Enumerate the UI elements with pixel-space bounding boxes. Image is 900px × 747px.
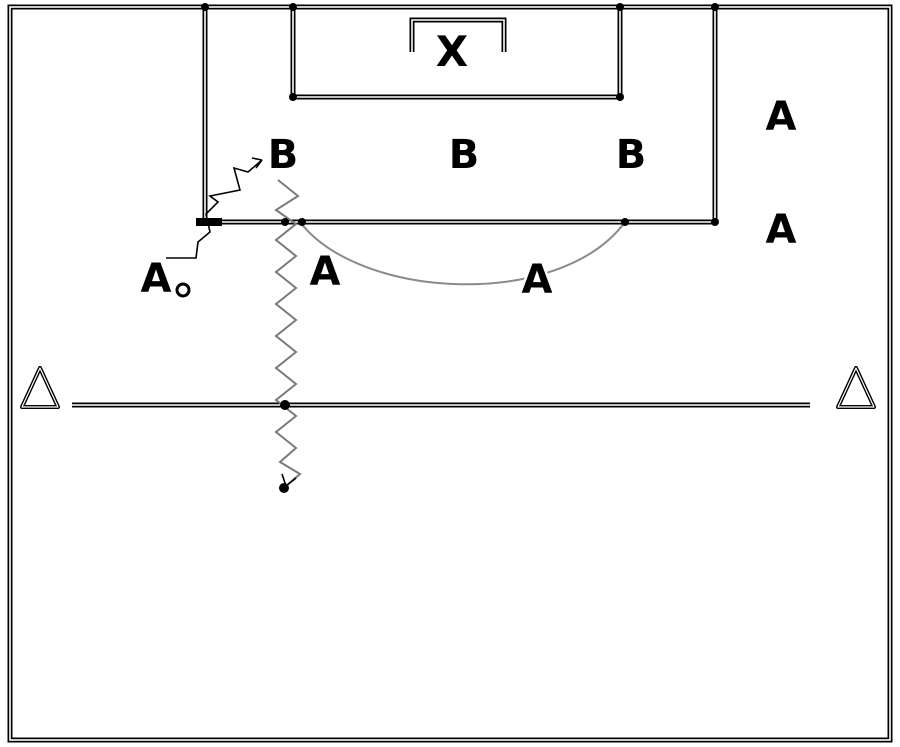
attacker-label-left: A bbox=[141, 256, 172, 302]
defender-label-right: B bbox=[616, 132, 647, 178]
dribble-end-dot bbox=[279, 483, 289, 493]
penalty-line-dot bbox=[281, 218, 289, 226]
penalty-arc bbox=[299, 221, 626, 286]
ball-start-marker bbox=[196, 218, 222, 226]
field-boundary bbox=[7, 4, 893, 743]
pass-path bbox=[166, 159, 263, 259]
attacker-label-right-top: A bbox=[766, 94, 797, 140]
cone-left-icon bbox=[20, 366, 60, 409]
cone-right-icon bbox=[836, 366, 876, 409]
dribble-path bbox=[274, 179, 302, 487]
pass-arrowhead-icon bbox=[251, 157, 263, 169]
defender-label-center: B bbox=[449, 132, 480, 178]
penalty-line-dot bbox=[621, 218, 629, 226]
goalkeeper-label: X bbox=[436, 27, 468, 76]
attacker-label-center-left: A bbox=[310, 249, 341, 295]
goal-frame bbox=[409, 17, 507, 52]
penalty-line-dot bbox=[298, 218, 306, 226]
attacker-label-center: A bbox=[522, 257, 553, 303]
defender-label-left: B bbox=[268, 132, 299, 178]
goal-area bbox=[289, 3, 624, 101]
cross-line-dot bbox=[280, 400, 290, 410]
ball-icon bbox=[175, 282, 191, 298]
attacker-label-right-bottom: A bbox=[766, 207, 797, 253]
